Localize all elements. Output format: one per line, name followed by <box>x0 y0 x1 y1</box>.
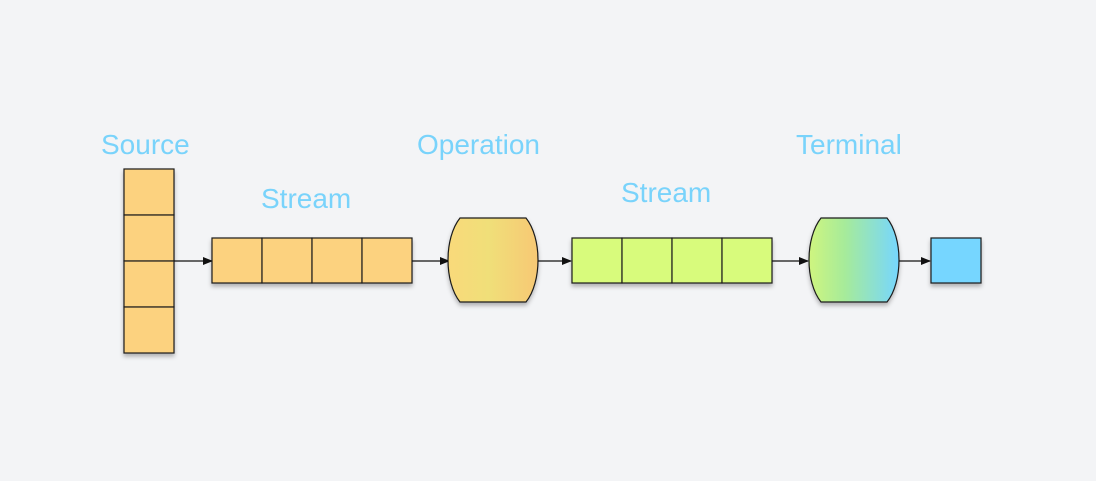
source-cell <box>123 168 175 216</box>
stream2-cell <box>621 237 673 284</box>
source-cell <box>123 214 175 262</box>
stream1-cell <box>361 237 413 284</box>
stream1-row <box>211 237 413 284</box>
source-label: Source <box>101 129 190 160</box>
operation-node <box>447 217 539 303</box>
terminal-label: Terminal <box>796 129 902 160</box>
source-cell <box>123 260 175 308</box>
source-cell <box>123 306 175 354</box>
stream1-cell <box>211 237 263 284</box>
stream2-cell <box>571 237 623 284</box>
stream1-cell <box>261 237 313 284</box>
stream1-cell <box>311 237 363 284</box>
source-column <box>123 168 175 354</box>
result-box <box>930 237 982 284</box>
terminal-node <box>808 217 900 303</box>
stream1-label: Stream <box>261 183 352 214</box>
stream2-cell <box>721 237 773 284</box>
stream2-row <box>571 237 773 284</box>
operation-label: Operation <box>417 129 540 160</box>
stream2-label: Stream <box>621 177 712 208</box>
stream2-cell <box>671 237 723 284</box>
